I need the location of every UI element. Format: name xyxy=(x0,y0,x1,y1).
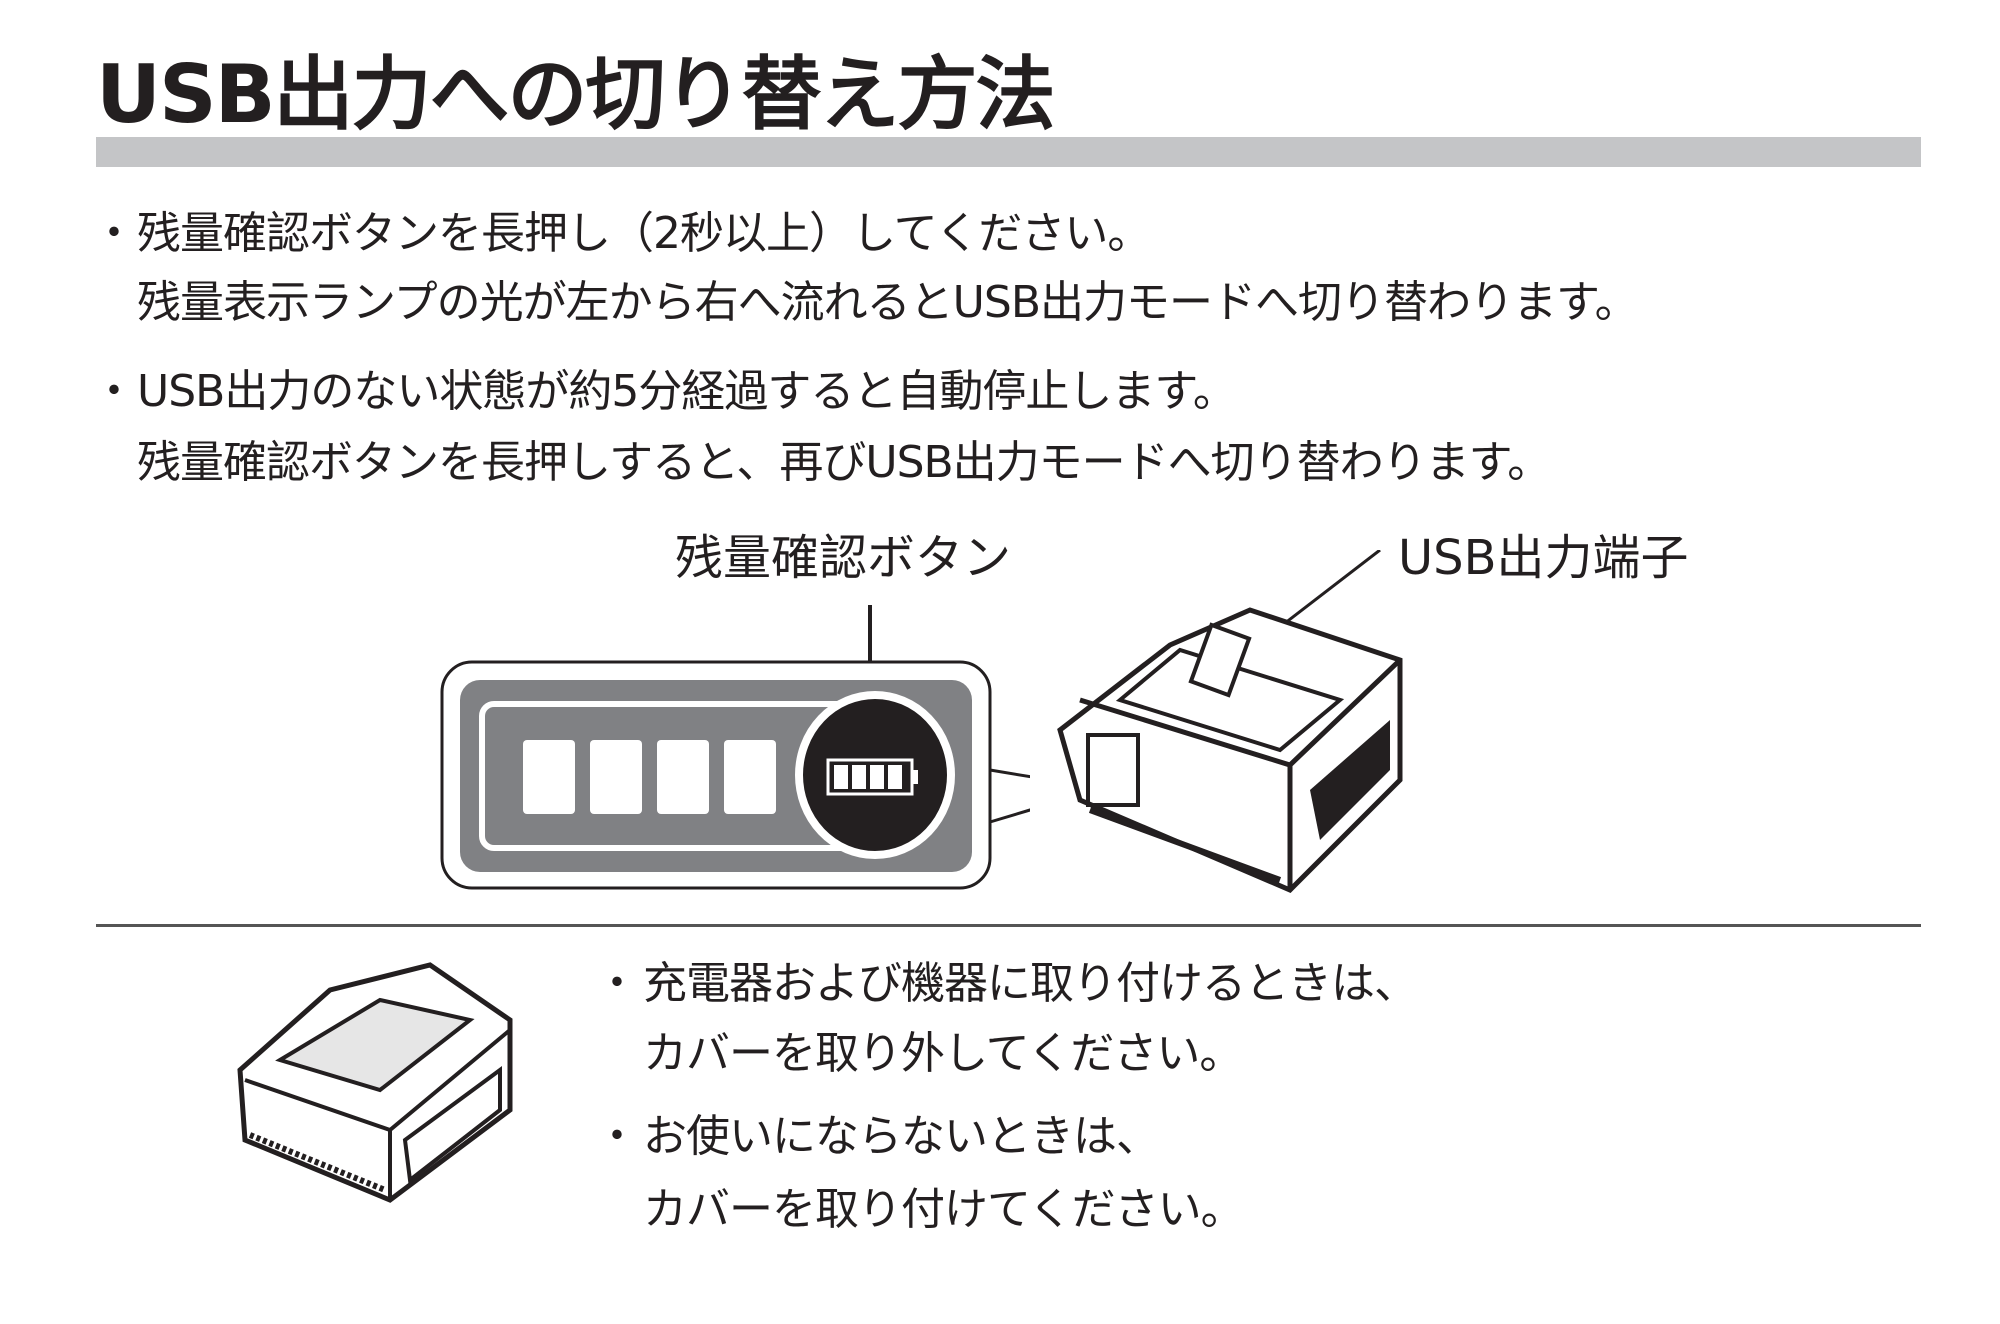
cover-icon xyxy=(275,997,475,1093)
title-underline-bar xyxy=(96,137,1921,167)
battery-usb-illustration xyxy=(1057,550,1403,893)
bullet-mark: ・ xyxy=(92,208,136,259)
instruction-line: 残量確認ボタンを長押しすると、再びUSB出力モードへ切り替わります。 xyxy=(137,437,1551,488)
usb-port-icon xyxy=(1188,622,1252,698)
indicator-panel-illustration xyxy=(440,605,1030,890)
instruction-line: 残量表示ランプの光が左から右へ流れるとUSB出力モードへ切り替わります。 xyxy=(137,277,1639,328)
level-lamp xyxy=(590,740,642,814)
instruction-line: USB出力のない状態が約5分経過すると自動停止します。 xyxy=(137,366,1237,417)
battery-cover-illustration xyxy=(237,962,513,1203)
instruction-line: 残量確認ボタンを長押し（2秒以上）してください。 xyxy=(137,208,1151,259)
bullet-mark: ・ xyxy=(595,958,639,1009)
label-usb-port: USB出力端子 xyxy=(1398,530,1689,586)
bullet-mark: ・ xyxy=(595,1111,639,1162)
level-lamp xyxy=(657,740,709,814)
instruction-line: カバーを取り付けてください。 xyxy=(643,1184,1245,1235)
page-title: USB出力への切り替え方法 xyxy=(96,48,1056,141)
level-lamp xyxy=(724,740,776,814)
instruction-line: お使いにならないときは、 xyxy=(643,1111,1160,1162)
instruction-line: カバーを取り外してください。 xyxy=(643,1028,1243,1079)
level-lamp xyxy=(523,740,575,814)
bullet-mark: ・ xyxy=(92,366,136,417)
instruction-line: 充電器および機器に取り付けるときは、 xyxy=(643,958,1418,1009)
section-divider xyxy=(96,924,1921,927)
label-check-button: 残量確認ボタン xyxy=(675,530,1012,586)
